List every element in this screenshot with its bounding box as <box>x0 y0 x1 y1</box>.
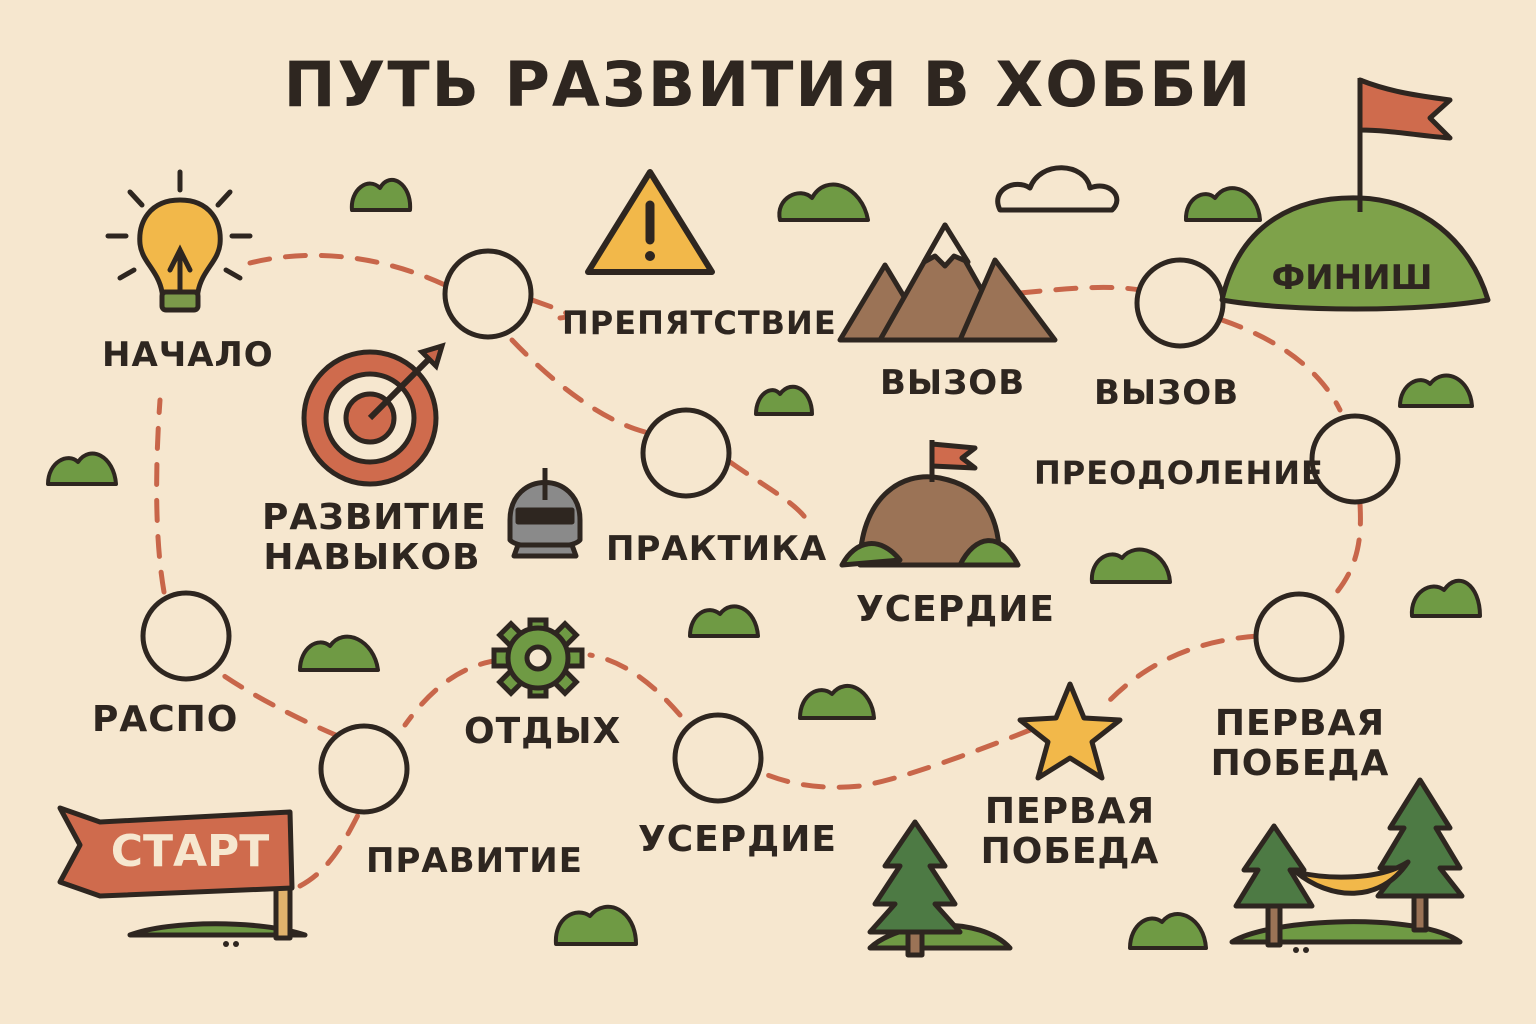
bush-icon <box>1409 578 1482 618</box>
star-icon <box>1017 681 1123 781</box>
milestone-circle <box>442 248 534 340</box>
bush-icon <box>754 384 814 416</box>
milestone-circle <box>318 723 410 815</box>
bush-icon <box>298 634 380 672</box>
bush-icon <box>46 451 118 486</box>
milestone-circle <box>672 712 764 804</box>
label-praktika: ПРАКТИКА <box>606 529 828 569</box>
tree-icon <box>867 819 1013 958</box>
finish-label: ФИНИШ <box>1271 258 1433 298</box>
bush-icon <box>349 177 413 212</box>
label-razvitie-navykov: РАЗВИТИЕ НАВЫКОВ <box>262 497 487 579</box>
knight-helmet-icon <box>507 468 583 559</box>
milestone-circle <box>1309 413 1401 505</box>
milestone-circle <box>640 407 732 499</box>
label-vyzov-1: ВЫЗОВ <box>880 363 1026 403</box>
start-label: СТАРТ <box>110 826 270 877</box>
label-userdie-2: УСЕРДИЕ <box>638 819 837 860</box>
target-icon <box>301 342 446 487</box>
lightbulb-icon <box>105 169 253 313</box>
milestone-circle <box>1134 257 1226 349</box>
label-nachalo: НАЧАЛО <box>102 335 274 375</box>
bush-icon <box>1183 186 1262 222</box>
milestone-circle <box>140 590 232 682</box>
mountains-icon <box>837 222 1058 343</box>
gear-icon <box>491 617 585 699</box>
cloud-icon <box>995 165 1120 213</box>
label-pervaya-2-line2: ПОБЕДА <box>1210 743 1390 785</box>
journey-path <box>154 252 1363 889</box>
bush-icon <box>777 182 870 222</box>
label-razvitie-line1: РАЗВИТИЕ <box>262 497 487 538</box>
bush-icon <box>1089 547 1172 584</box>
bush-icon <box>1398 373 1474 408</box>
label-pervaya-2-line1: ПЕРВАЯ <box>1214 703 1386 744</box>
bush-icon <box>1128 912 1208 950</box>
label-pravitie: ПРАВИТИЕ <box>366 841 583 881</box>
warning-icon <box>585 169 715 275</box>
page-title: ПУТЬ РАЗВИТИЯ В ХОББИ <box>283 48 1253 121</box>
label-userdie-1: УСЕРДИЕ <box>856 589 1055 630</box>
milestone-circle <box>1253 591 1345 683</box>
hammock-icon <box>1229 777 1465 948</box>
label-preodolenie: ПРЕОДОЛЕНИЕ <box>1034 454 1324 492</box>
label-raspo: РАСПО <box>92 699 239 740</box>
label-pervaya-1-line1: ПЕРВАЯ <box>984 791 1156 832</box>
label-otdyh: ОТДЫХ <box>464 711 622 752</box>
label-pervaya-1-line2: ПОБЕДА <box>980 831 1160 873</box>
start-banner-icon <box>57 805 308 941</box>
label-pervaya-pobeda-2: ПЕРВАЯ ПОБЕДА <box>1210 703 1390 785</box>
hill-flag-icon <box>839 440 1021 568</box>
bush-icon <box>798 684 876 720</box>
bush-icon <box>553 904 638 946</box>
label-razvitie-line2: НАВЫКОВ <box>263 537 481 579</box>
bush-icon <box>688 604 760 638</box>
finish-flag-icon <box>1219 77 1491 312</box>
label-vyzov-2: ВЫЗОВ <box>1094 373 1240 413</box>
label-prepyatstvie: ПРЕПЯТСТВИЕ <box>562 304 837 342</box>
label-pervaya-pobeda-1: ПЕРВАЯ ПОБЕДА <box>980 791 1160 873</box>
